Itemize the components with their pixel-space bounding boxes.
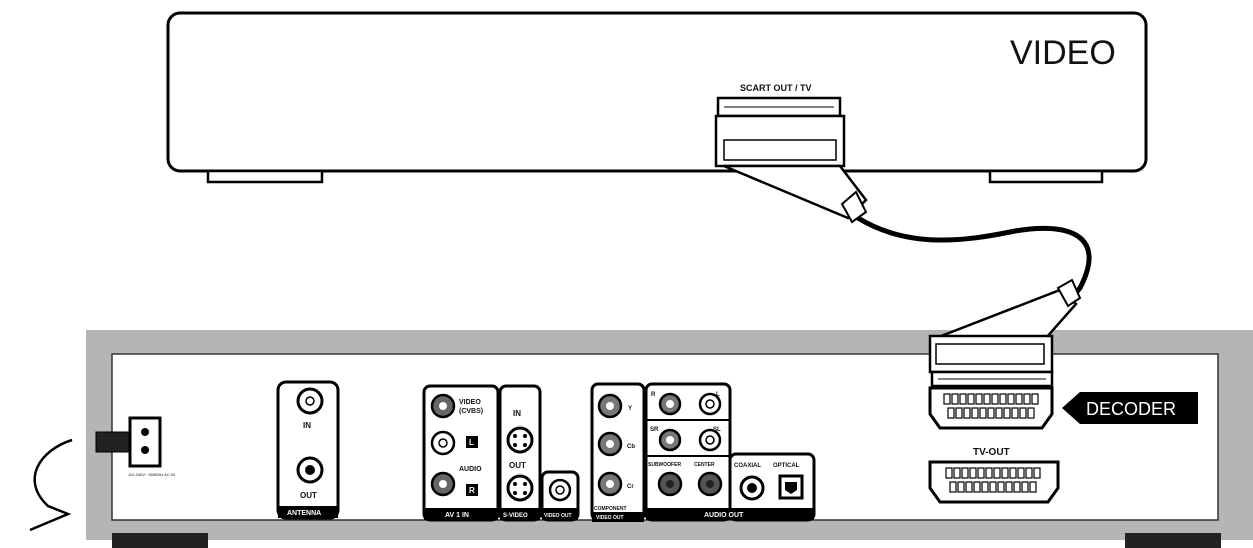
tvout-scart-socket: TV-OUT (928, 447, 1060, 504)
scart-out-label: SCART OUT / TV (740, 83, 812, 93)
component-label-2: VIDEO OUT (596, 515, 624, 521)
av-r-label: R (469, 486, 475, 495)
svideo-out-label: OUT (509, 461, 526, 470)
component-cr-label: Cr (627, 484, 634, 490)
decoder-arrow-label: DECODER (1062, 392, 1198, 424)
antenna-label: ANTENNA (287, 510, 321, 517)
antenna-in-label: IN (303, 421, 311, 430)
tvout-label: TV-OUT (973, 447, 1010, 458)
power-label: 110-240V~ 50/60Hz AC IN (128, 472, 175, 477)
audio-sr-label: SR (650, 427, 659, 433)
av-l-label: L (469, 438, 474, 447)
component-cb-label: Cb (627, 444, 635, 450)
coaxial-label: COAXIAL (734, 463, 761, 469)
component-block: Y Cb Cr COMPONENT VIDEO OUT (590, 382, 646, 522)
svideo-label: S-VIDEO (503, 513, 528, 519)
video-recorder: VIDEO SCART OUT / TV (166, 11, 1148, 184)
antenna-out-label: OUT (300, 491, 317, 500)
av-in-block: VIDEO (CVBS) L AUDIO R AV 1 IN (422, 384, 500, 522)
video-out-label: VIDEO OUT (544, 513, 572, 519)
decoder-scart-socket (928, 386, 1054, 430)
video-out-block: VIDEO OUT (540, 470, 580, 522)
decoder-label: DECODER (1086, 399, 1176, 419)
component-label-1: COMPONENT (594, 506, 627, 512)
audio-subwoofer-label: SUBWOOFER (648, 462, 681, 468)
audio-l-label: L (716, 392, 720, 398)
audio-out-label: AUDIO OUT (704, 512, 744, 519)
audio-sl-label: SL (713, 427, 721, 433)
av-in-label: AV 1 IN (445, 512, 469, 519)
audio-out-block: R L SR SL SUBWOOFER CENTER (644, 382, 732, 522)
av-video-label: VIDEO (459, 399, 481, 406)
audio-out-label-bar: AUDIO OUT (646, 508, 814, 520)
scart-cable (856, 215, 1092, 302)
component-y-label: Y (628, 406, 632, 412)
audio-center-label: CENTER (694, 462, 715, 468)
audio-r-label: R (651, 392, 656, 398)
scart-plug-bottom (928, 278, 1082, 388)
digital-out-block: COAXIAL OPTICAL (728, 452, 816, 522)
svideo-block: IN OUT S-VIDEO (498, 384, 542, 522)
optical-label: OPTICAL (773, 463, 800, 469)
power-inlet: 110-240V~ 50/60Hz AC IN (29, 416, 175, 532)
scart-plug-top (714, 96, 868, 224)
av-cvbs-label: (CVBS) (459, 408, 483, 415)
av-audio-label: AUDIO (459, 466, 482, 473)
antenna-block: IN OUT ANTENNA (276, 380, 340, 520)
svideo-in-label: IN (513, 409, 521, 418)
vcr-title: VIDEO (1010, 34, 1116, 72)
